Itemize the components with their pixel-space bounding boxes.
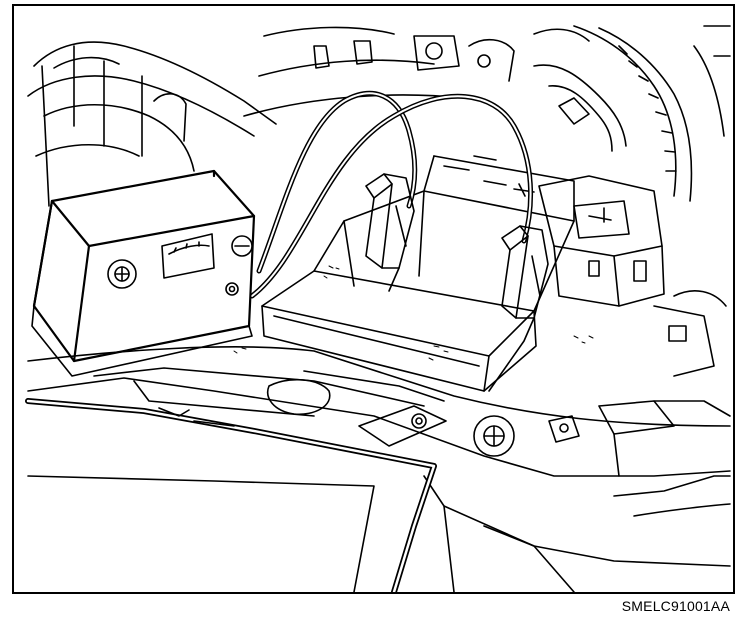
hood-edge	[25, 398, 437, 592]
figure-code-label: SMELC91001AA	[621, 598, 730, 614]
engine-bay-illustration	[25, 25, 731, 592]
battery-charger	[31, 169, 256, 377]
cable-clamps	[365, 173, 549, 392]
battery	[261, 155, 612, 392]
jumper-cables	[249, 90, 534, 299]
front-panel	[27, 346, 731, 592]
engine-bay-background	[27, 25, 731, 377]
illustration-frame	[12, 4, 735, 594]
shading-marks	[233, 265, 594, 361]
